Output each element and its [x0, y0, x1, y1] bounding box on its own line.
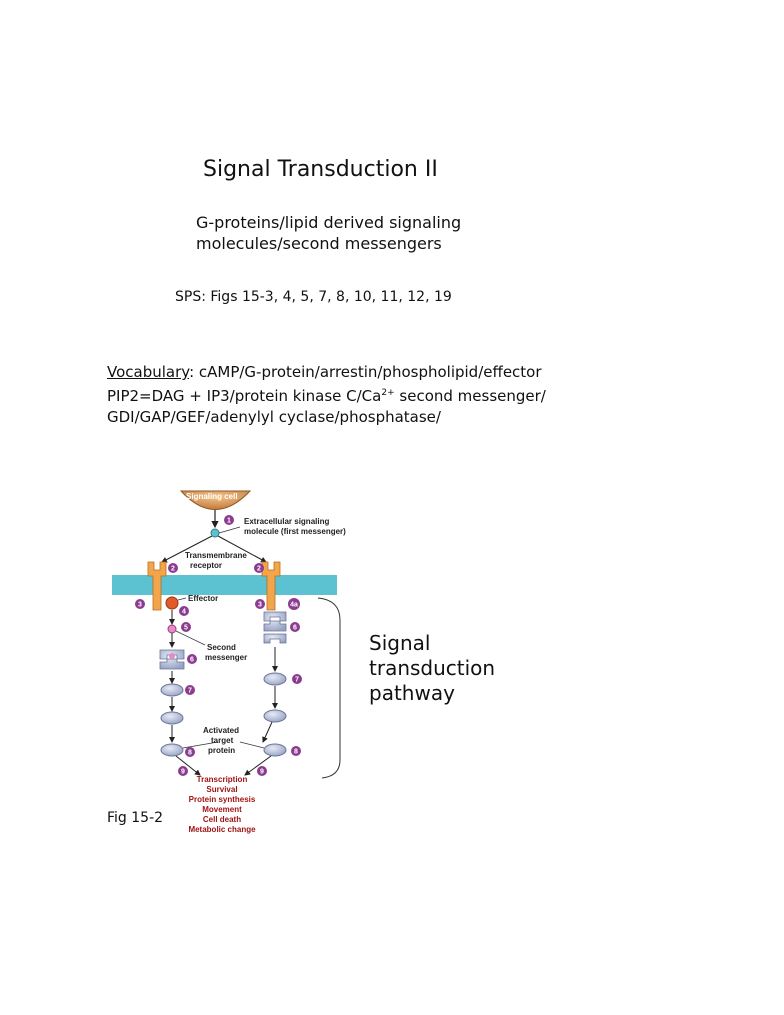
svg-text:4a: 4a — [290, 602, 298, 609]
step-badge-6-right: 6 — [290, 622, 300, 632]
ext-label-1: Extracellular signaling — [244, 517, 329, 526]
arrow-right-out — [244, 755, 272, 776]
right-protein-2 — [263, 709, 287, 723]
left-protein-1 — [160, 683, 184, 697]
effector-pointer — [177, 597, 187, 601]
second-messenger — [167, 624, 177, 634]
activated-label-2: target — [211, 736, 234, 745]
svg-text:6: 6 — [190, 657, 194, 664]
vocabulary-block: Vocabulary: cAMP/G-protein/arrestin/phos… — [107, 362, 546, 428]
ext-label-2: molecule (first messenger) — [244, 527, 346, 536]
ext-pointer — [218, 526, 241, 534]
figure-caption: Fig 15-2 — [107, 810, 164, 826]
step-badge-1: 1 — [224, 515, 234, 525]
second-label-1: Second — [207, 643, 236, 652]
vocab-heading: Vocabulary — [107, 363, 190, 381]
second-label-2: messenger — [205, 653, 247, 662]
arrow-left-out — [175, 755, 201, 776]
right-protein-1 — [263, 672, 287, 686]
pathway-label: Signal transduction pathway — [369, 631, 495, 706]
tm-label-2: receptor — [190, 561, 222, 570]
arrow-right-receptor — [217, 535, 267, 563]
svg-text:2: 2 — [257, 566, 261, 573]
first-messenger-molecule — [210, 528, 220, 538]
sps-figures: SPS: Figs 15-3, 4, 5, 7, 8, 10, 11, 12, … — [175, 289, 452, 305]
subtitle: G-proteins/lipid derived signaling molec… — [196, 212, 461, 254]
vocab-line-1: Vocabulary: cAMP/G-protein/arrestin/phos… — [107, 362, 546, 383]
activated-pointer-left — [182, 741, 219, 749]
step-badge-6-left: 6 — [187, 654, 197, 664]
outcome-6: Metabolic change — [188, 825, 256, 834]
pathway-line-3: pathway — [369, 681, 455, 705]
step-badge-5: 5 — [181, 622, 191, 632]
step-badge-7-left: 7 — [185, 685, 195, 695]
step-badge-9-right: 9 — [257, 766, 267, 776]
left-kinase-complex — [159, 649, 185, 670]
left-target-protein — [160, 743, 184, 757]
vocab-line-2-main: PIP2=DAG + IP3/protein kinase C/Ca — [107, 387, 382, 405]
step-badge-8-left: 8 — [185, 747, 195, 757]
vocab-line-2-sup: 2+ — [381, 388, 395, 398]
step-badge-9-left: 9 — [178, 766, 188, 776]
svg-text:4: 4 — [182, 609, 186, 616]
pathway-line-1: Signal — [369, 631, 431, 655]
step-badge-2-left: 2 — [168, 563, 178, 573]
svg-text:3: 3 — [138, 602, 142, 609]
pathway-bracket — [317, 597, 341, 779]
vocab-line-1-rest: : cAMP/G-protein/arrestin/phospholipid/e… — [189, 363, 542, 381]
right-receptor — [261, 561, 281, 611]
svg-text:9: 9 — [181, 769, 185, 776]
svg-text:9: 9 — [260, 769, 264, 776]
outcome-3: Protein synthesis — [189, 795, 256, 804]
svg-text:8: 8 — [294, 749, 298, 756]
pathway-line-2: transduction — [369, 656, 496, 680]
svg-text:5: 5 — [184, 625, 188, 632]
activated-label-3: protein — [208, 746, 235, 755]
right-kinase-complex-lower — [263, 633, 287, 644]
activated-pointer-right — [239, 741, 265, 749]
step-badge-7-right: 7 — [292, 674, 302, 684]
second-pointer — [175, 630, 206, 646]
vocab-line-2-rest: second messenger/ — [394, 387, 546, 405]
outcome-2: Survival — [206, 785, 237, 794]
step-badge-4a: 4a — [288, 598, 300, 610]
outcome-5: Cell death — [203, 815, 241, 824]
effector-label: Effector — [188, 594, 218, 603]
arrow-left-receptor — [161, 535, 213, 563]
step-badge-4: 4 — [179, 606, 189, 616]
svg-text:2: 2 — [171, 566, 175, 573]
step-badges: 1 2 2 3 4 3 4a 5 6 6 7 7 8 8 9 9 — [135, 515, 302, 776]
outcome-1: Transcription — [197, 775, 248, 784]
tm-label-1: Transmembrane — [185, 551, 247, 560]
activated-label-1: Activated — [203, 726, 239, 735]
step-badge-3-left: 3 — [135, 599, 145, 609]
effector — [165, 596, 179, 610]
left-protein-2 — [160, 711, 184, 725]
svg-text:8: 8 — [188, 750, 192, 757]
subtitle-line-1: G-proteins/lipid derived signaling — [196, 213, 462, 232]
subtitle-line-2: molecules/second messengers — [196, 234, 442, 253]
outcome-4: Movement — [202, 805, 242, 814]
left-kinase-messenger — [169, 653, 175, 659]
signaling-cell-label: Signaling cell — [186, 492, 238, 501]
svg-text:6: 6 — [293, 625, 297, 632]
svg-text:7: 7 — [188, 688, 192, 695]
arrow-right-6 — [262, 721, 273, 743]
right-kinase-complex-upper — [263, 611, 287, 632]
vocab-line-3: GDI/GAP/GEF/adenylyl cyclase/phosphatase… — [107, 408, 441, 426]
step-badge-2-right: 2 — [254, 563, 264, 573]
page-title: Signal Transduction II — [203, 157, 438, 182]
step-badge-8-right: 8 — [291, 746, 301, 756]
svg-text:1: 1 — [227, 518, 231, 525]
signaling-cell — [179, 490, 252, 510]
svg-text:3: 3 — [258, 602, 262, 609]
cell-membrane — [112, 575, 337, 595]
vocab-line-2: PIP2=DAG + IP3/protein kinase C/Ca2+ sec… — [107, 383, 546, 407]
svg-text:7: 7 — [295, 677, 299, 684]
right-target-protein — [263, 743, 287, 757]
step-badge-3-right: 3 — [255, 599, 265, 609]
left-receptor — [147, 561, 167, 611]
